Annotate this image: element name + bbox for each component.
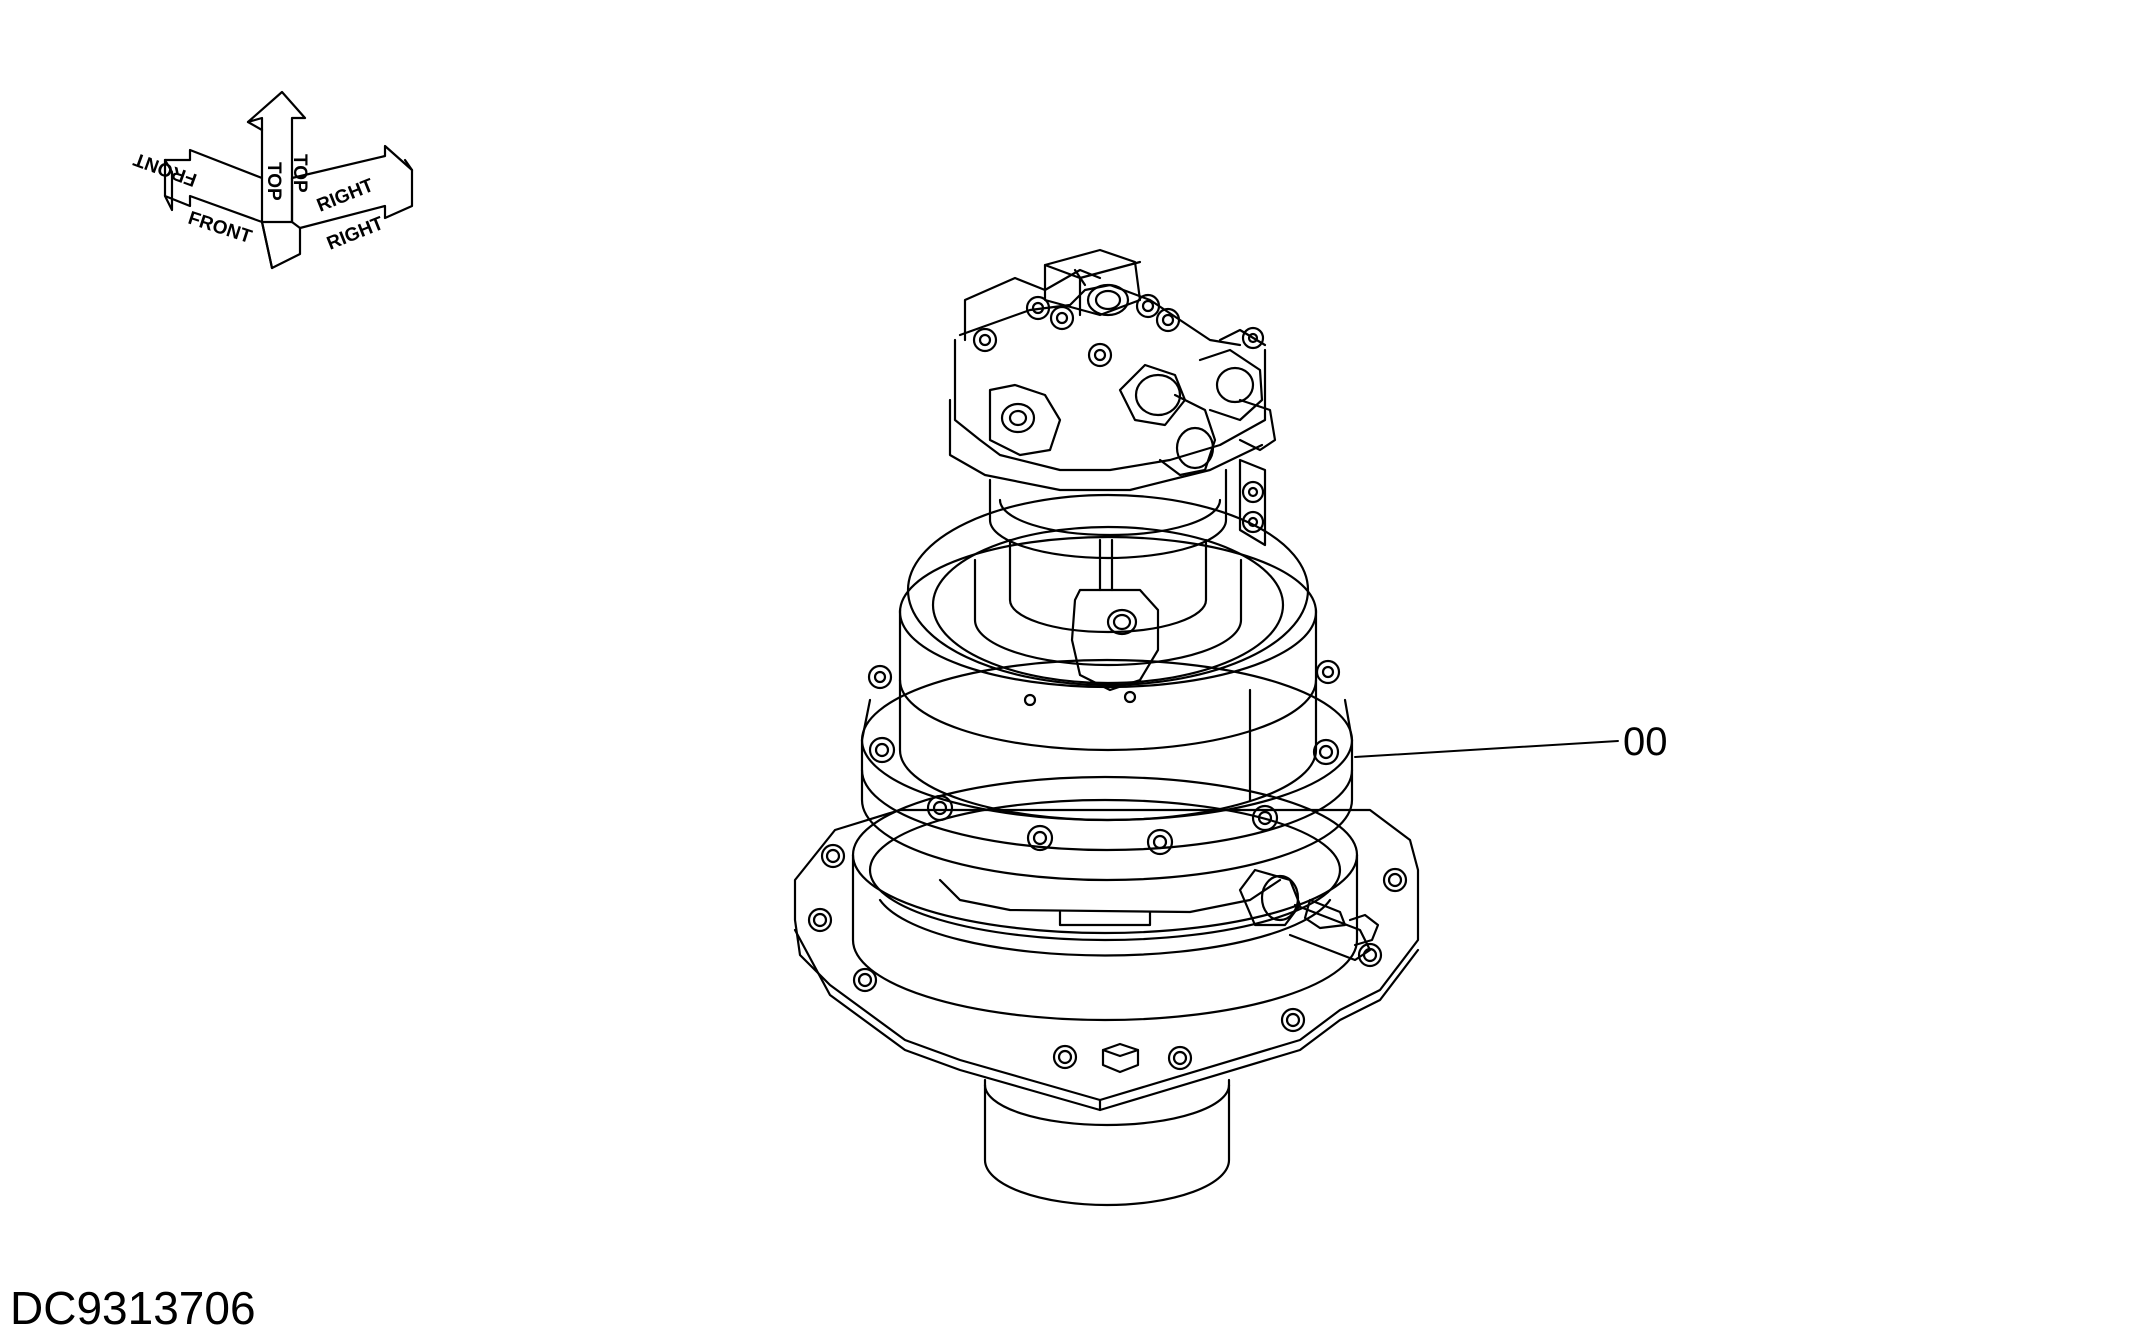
- drawing-reference-code: DC9313706: [10, 1282, 256, 1334]
- callout-label: 00: [1623, 720, 1668, 764]
- orient-top-lower: TOP: [263, 162, 284, 201]
- orient-front-lower: FRONT: [185, 208, 254, 248]
- orient-top-upper: TOP: [289, 154, 310, 193]
- swing-motor-assembly: [793, 248, 1420, 1207]
- callout-leader-line: [1354, 740, 1619, 758]
- orientation-arrows-icon: [163, 90, 414, 270]
